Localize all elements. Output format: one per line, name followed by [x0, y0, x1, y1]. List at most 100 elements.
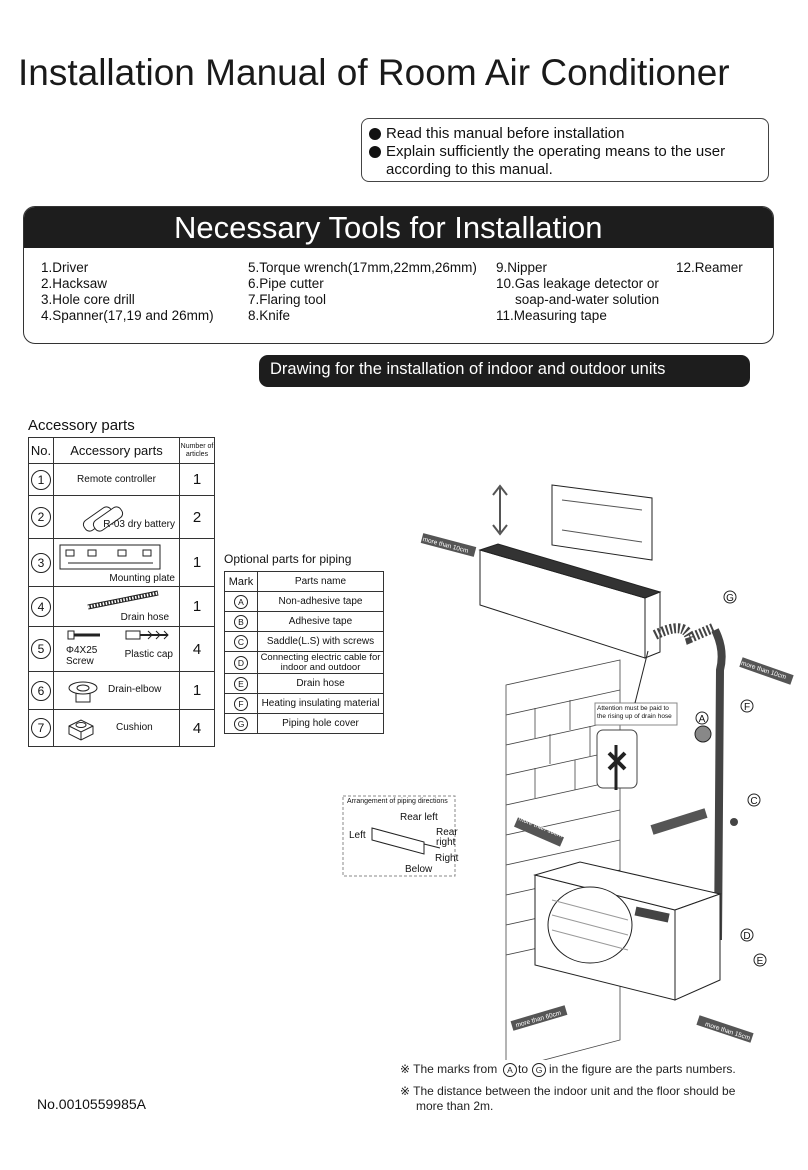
acc-count: 1 — [179, 586, 215, 627]
dir-rear-left: Rear left — [400, 812, 438, 823]
mark-circle: D — [234, 655, 248, 670]
dir-right: Right — [435, 853, 459, 864]
tool-item: 5.Torque wrench(17mm,22mm,26mm) — [248, 260, 477, 275]
acc-cell: Drain hose — [53, 586, 180, 627]
acc-header-no: No. — [28, 437, 54, 464]
label-5cm: more than 5cm — [527, 484, 537, 539]
acc-count: 4 — [179, 709, 215, 747]
mounting-plate-icon — [59, 544, 161, 570]
tools-heading: Necessary Tools for Installation — [174, 210, 603, 245]
acc-name: Mounting plate — [109, 573, 175, 584]
mark-circle: G — [234, 716, 248, 731]
mark-f-label: F — [744, 702, 750, 713]
row-number: 1 — [31, 469, 51, 490]
row-number: 3 — [31, 552, 51, 573]
acc-cell: Drain-elbow — [53, 671, 180, 710]
row-number: 5 — [31, 639, 51, 659]
acc-cell: R-03 dry battery — [53, 495, 180, 539]
mounting-plate-drawing — [551, 484, 653, 561]
tool-item: 10.Gas leakage detector or — [496, 276, 659, 291]
tool-item: soap-and-water solution — [515, 292, 660, 307]
acc-count: 1 — [179, 463, 215, 496]
acc-cell: Mounting plate — [53, 538, 180, 587]
note-3: according to this manual. — [386, 161, 553, 178]
drain-elbow-icon — [68, 681, 98, 703]
tool-item: 7.Flaring tool — [248, 292, 327, 307]
drawing-heading: Drawing for the installation of indoor a… — [270, 360, 666, 378]
mark-circle: A — [234, 594, 248, 609]
arrangement-title: Arrangement of piping directions — [347, 798, 448, 805]
mark-circle: A — [503, 1063, 517, 1077]
acc-count: 1 — [179, 671, 215, 710]
acc-name: Cushion — [116, 722, 153, 733]
opt-name: Piping hole cover — [257, 713, 384, 734]
mark-a-label: A — [699, 714, 706, 725]
tool-item: 6.Pipe cutter — [248, 276, 324, 291]
dir-left: Left — [349, 830, 366, 841]
dir-below: Below — [405, 864, 433, 875]
acc-cell: Cushion — [53, 709, 180, 747]
acc-name-2: Plastic cap — [124, 649, 173, 660]
acc-header-count: Number of articles — [179, 437, 215, 464]
accessory-title: Accessory parts — [28, 417, 135, 434]
acc-name: Drain hose — [120, 612, 169, 623]
cushion-icon — [68, 719, 94, 741]
row-number: 4 — [31, 596, 51, 617]
row-number: 6 — [31, 680, 51, 701]
drawing-heading-bar: Drawing for the installation of indoor a… — [259, 355, 750, 387]
bullet-icon — [369, 128, 381, 140]
mark-circle: G — [532, 1063, 546, 1077]
footnote-1a: ※ The marks from — [400, 1062, 498, 1076]
tool-item: 2.Hacksaw — [41, 276, 108, 291]
plastic-cap-icon — [125, 630, 169, 640]
accessory-table: No. Accessory parts Number of articles 1… — [28, 437, 215, 747]
attention-text: Attention must be paid to the rising up … — [597, 705, 672, 720]
bullet-icon — [369, 146, 381, 158]
mark-circle: C — [234, 634, 248, 649]
tape-roll — [694, 725, 712, 743]
doc-number: No.0010559985A — [37, 1096, 146, 1112]
mark-g-label: G — [726, 593, 734, 604]
screw-icon — [67, 630, 100, 640]
mark-circle: E — [234, 676, 248, 691]
footnote-1c: in the figure are the parts numbers. — [549, 1062, 736, 1076]
acc-count: 4 — [179, 626, 215, 672]
indoor-unit — [478, 543, 662, 659]
tool-item: 4.Spanner(17,19 and 26mm) — [41, 308, 214, 323]
acc-name: Remote controller — [53, 463, 180, 496]
clearance-arrow — [420, 533, 477, 557]
footnote-2: ※ The distance between the indoor unit a… — [400, 1084, 736, 1098]
instruction-notes: Read this manual before installation Exp… — [361, 118, 769, 182]
acc-count: 2 — [179, 495, 215, 539]
arrangement-box — [342, 795, 456, 877]
acc-count: 1 — [179, 538, 215, 587]
tool-item: 11.Measuring tape — [496, 308, 607, 323]
tools-box: Necessary Tools for Installation 1.Drive… — [23, 206, 774, 344]
row-number: 2 — [31, 507, 51, 527]
installation-diagram: G F A C D E — [342, 484, 794, 1060]
mark-circle: F — [234, 696, 248, 711]
footnote-3: more than 2m. — [416, 1099, 494, 1113]
opt-name: Connecting electric cable for indoor and… — [257, 651, 384, 674]
acc-header-name: Accessory parts — [53, 437, 180, 464]
saddle — [730, 818, 738, 826]
tool-item: 3.Hole core drill — [41, 292, 135, 307]
mark-e-label: E — [757, 956, 764, 967]
acc-name: Drain-elbow — [108, 684, 162, 695]
tool-item: 9.Nipper — [496, 260, 548, 275]
opt-header-mark: Mark — [224, 571, 258, 592]
battery-icon — [82, 506, 124, 532]
note-2: Explain sufficiently the operating means… — [386, 143, 726, 160]
tool-item: 12.Reamer — [676, 260, 743, 275]
outdoor-unit — [533, 861, 722, 1001]
optional-title: Optional parts for piping — [224, 552, 352, 566]
attention-box — [594, 650, 678, 790]
row-number: 7 — [31, 718, 51, 738]
note-1: Read this manual before installation — [386, 125, 625, 142]
drain-hose-icon — [87, 590, 159, 610]
mark-circle: B — [234, 614, 248, 629]
mark-c-label: C — [750, 796, 757, 807]
mark-d-label: D — [743, 931, 750, 942]
tool-item: 8.Knife — [248, 308, 291, 323]
